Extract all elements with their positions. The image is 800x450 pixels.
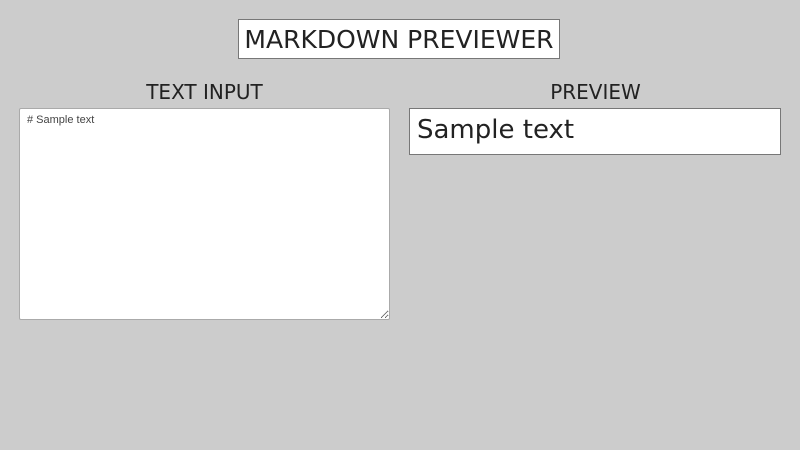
preview-heading: PREVIEW [550, 80, 641, 104]
preview-panel: Sample text [409, 108, 781, 155]
page-title: MARKDOWN PREVIEWER [238, 19, 560, 59]
preview-heading-1: Sample text [417, 115, 575, 145]
text-input-heading: TEXT INPUT [146, 80, 263, 104]
markdown-input-textarea[interactable]: # Sample text [19, 108, 390, 320]
